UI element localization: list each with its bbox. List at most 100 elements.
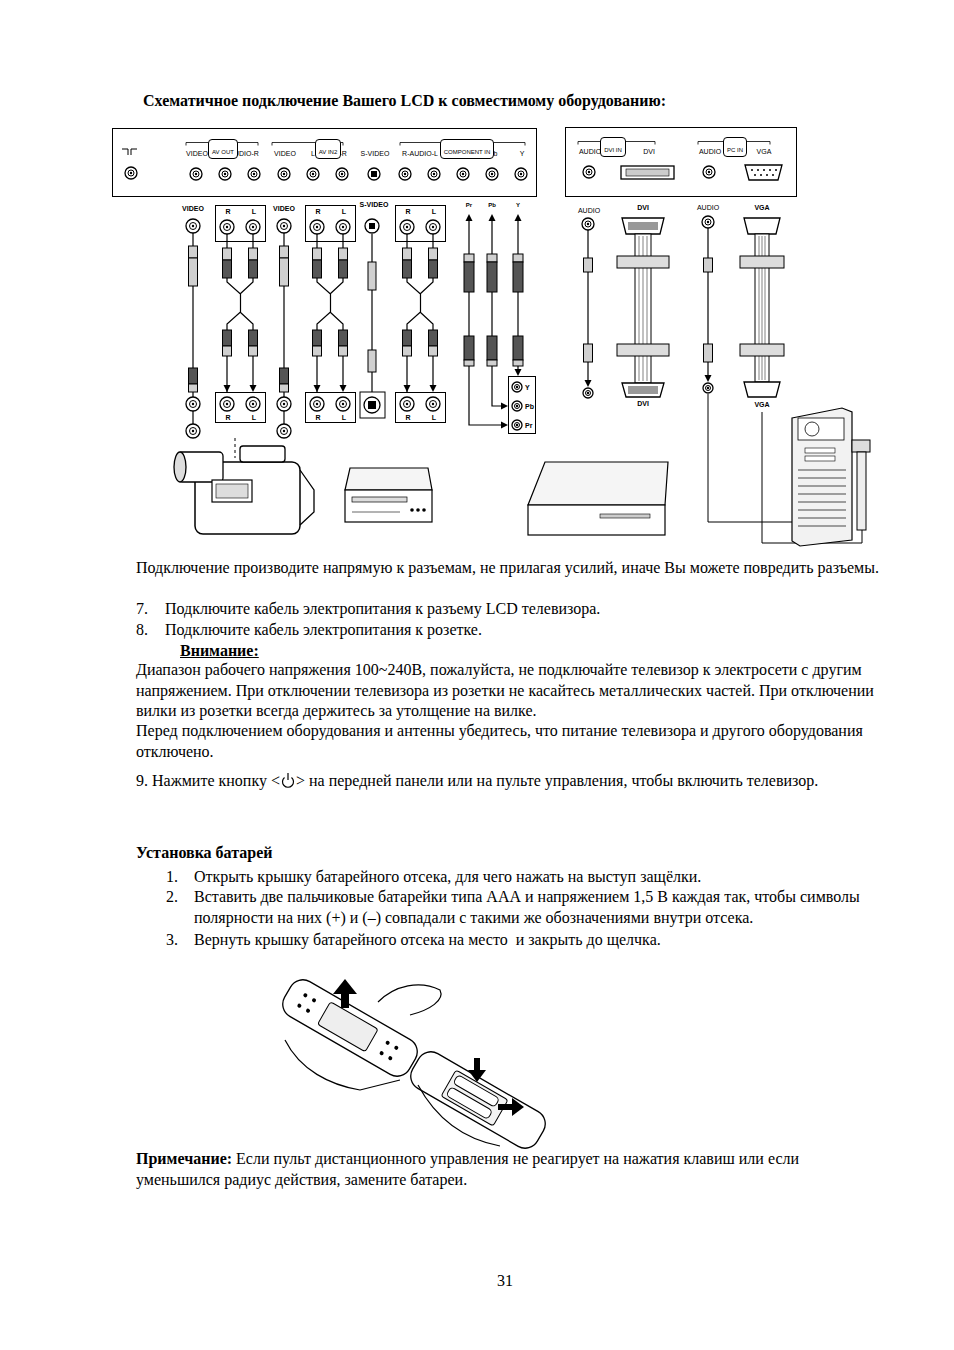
rca-jack-pin xyxy=(192,403,194,405)
dvi-plug-core xyxy=(628,222,658,230)
rca-jack-ring xyxy=(515,404,520,409)
cable-plug xyxy=(249,248,258,260)
group-label: AV IN2 xyxy=(319,149,338,155)
cable-plug xyxy=(249,330,258,346)
cable-plug xyxy=(223,260,232,278)
pc-port xyxy=(805,448,835,453)
tv-panel: AUDIODVIAUDIOVGADVI INPC IN xyxy=(565,127,797,197)
dvd-button xyxy=(422,508,426,512)
step-text: > на передней панели или на пульте управ… xyxy=(296,772,818,789)
arrow-head xyxy=(501,403,508,410)
ribbon-band xyxy=(617,344,669,356)
rca-jack-pin xyxy=(130,172,132,174)
dvi-plug xyxy=(622,383,664,397)
rca-jack-pin xyxy=(432,226,434,228)
rca-jack xyxy=(277,424,291,438)
rca-jack xyxy=(702,216,714,228)
rca-jack-ring xyxy=(314,224,321,231)
rca-jack-ring xyxy=(190,428,197,435)
arrow-head xyxy=(466,214,473,221)
rca-jack-ring xyxy=(340,401,347,408)
list-item: Вставить две пальчиковые батарейки типа … xyxy=(194,887,890,928)
cable-plug xyxy=(280,258,289,286)
cable-plug xyxy=(513,262,523,292)
rca-jack xyxy=(703,383,713,393)
rca-jack-pin xyxy=(283,403,285,405)
cable-plug xyxy=(464,262,474,292)
connector-label: Y xyxy=(520,150,525,158)
pc-psu xyxy=(798,418,844,440)
arrow-head xyxy=(501,422,508,429)
pc-slot xyxy=(798,470,846,471)
channel-label: R xyxy=(315,208,320,216)
rca-jack xyxy=(277,397,291,411)
component-jack-box: YPbPr xyxy=(508,376,536,434)
cable-plug xyxy=(487,254,497,262)
rca-jack-ring xyxy=(430,401,437,408)
rca-jack xyxy=(307,168,319,180)
channel-label: Y xyxy=(525,384,530,392)
rca-jack-pin xyxy=(587,223,589,225)
rca-jack-ring xyxy=(224,401,231,408)
rca-jack xyxy=(186,397,200,411)
rca-jack-pin xyxy=(283,225,285,227)
cable-plug xyxy=(223,248,232,260)
svideo-jack xyxy=(364,397,380,413)
cable-plug xyxy=(249,346,258,356)
vga-pin xyxy=(763,169,765,171)
rca-jack xyxy=(186,424,200,438)
list-number: 3. xyxy=(166,930,178,951)
channel-label: L xyxy=(342,208,346,216)
rca-jack-pin xyxy=(433,173,435,175)
plug-label: DVI xyxy=(637,204,649,212)
rca-jack xyxy=(219,168,231,180)
vga-pin xyxy=(775,169,777,171)
rca-jack-ring xyxy=(190,223,197,230)
pc-slot xyxy=(798,518,846,519)
vga-cable xyxy=(857,452,866,530)
vga-pin xyxy=(772,174,774,176)
pc-slot xyxy=(798,494,846,495)
cable-plug xyxy=(189,246,198,258)
ribbon-band xyxy=(740,344,784,356)
box-slot xyxy=(600,514,650,518)
rca-jack xyxy=(246,397,260,411)
rca-jack xyxy=(512,382,522,392)
rca-jack-ring xyxy=(585,221,591,227)
power-icon xyxy=(280,772,296,789)
arrow-shaft xyxy=(341,992,349,1008)
vga-plug xyxy=(744,218,780,234)
group-label: DVI IN xyxy=(604,147,622,153)
rca-jack xyxy=(512,401,522,411)
rca-jack xyxy=(125,167,137,179)
rca-jack xyxy=(486,168,498,180)
remote-button xyxy=(394,1045,399,1050)
dvi-socket-core xyxy=(626,169,669,176)
rca-jack-pin xyxy=(226,226,228,228)
note-text: Если пульт дистанционного управления не … xyxy=(136,1150,803,1188)
rca-jack-pin xyxy=(342,403,344,405)
svideo-socket xyxy=(368,168,380,180)
dvi-socket xyxy=(621,166,674,179)
list-number: 8. xyxy=(136,620,148,641)
battery-compartment xyxy=(441,1070,508,1126)
connector-label: DVI xyxy=(643,148,655,156)
remote-body xyxy=(406,1047,551,1154)
cable-plug xyxy=(704,344,713,362)
rca-jack-ring xyxy=(515,423,520,428)
dvi-plug-core xyxy=(628,386,658,394)
section-heading: Установка батарей xyxy=(136,843,272,864)
rca-jack xyxy=(310,397,324,411)
rca-jack-ring xyxy=(340,224,347,231)
channel-label: L xyxy=(432,414,436,422)
rca-jack-ring xyxy=(281,171,287,177)
cable-plug xyxy=(313,330,322,346)
plug-label: VGA xyxy=(754,204,769,212)
rca-jack-ring xyxy=(460,171,466,177)
vga-pin xyxy=(751,169,753,171)
channel-label: L xyxy=(252,208,256,216)
rca-jack xyxy=(515,168,527,180)
rca-jack-pin xyxy=(226,403,228,405)
pc-slot xyxy=(798,526,846,527)
rca-jack-pin xyxy=(516,405,518,407)
